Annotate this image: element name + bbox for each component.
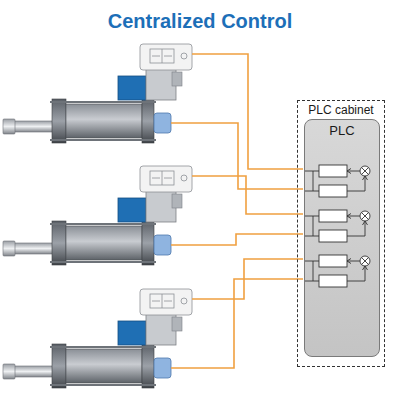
signal-wire <box>171 234 303 245</box>
signal-wire <box>171 279 303 368</box>
control-loop-symbols <box>305 120 381 358</box>
node-label: PLC cabinet <box>298 101 384 117</box>
signal-wire <box>171 123 303 189</box>
signal-wire <box>192 54 303 169</box>
node-label: PLC <box>305 120 379 138</box>
control-loop <box>305 165 370 197</box>
cabinet-box: PLC PLC cabinet <box>297 100 385 367</box>
plc-box: PLC <box>304 119 380 357</box>
diagram-title: Centralized Control <box>0 10 400 33</box>
signal-wires <box>171 54 303 368</box>
servo-actuator <box>3 289 192 388</box>
signal-wire <box>192 176 303 214</box>
servo-actuator <box>3 44 192 143</box>
control-loop <box>305 210 370 242</box>
servo-actuator <box>3 166 192 265</box>
control-loop <box>305 255 370 287</box>
